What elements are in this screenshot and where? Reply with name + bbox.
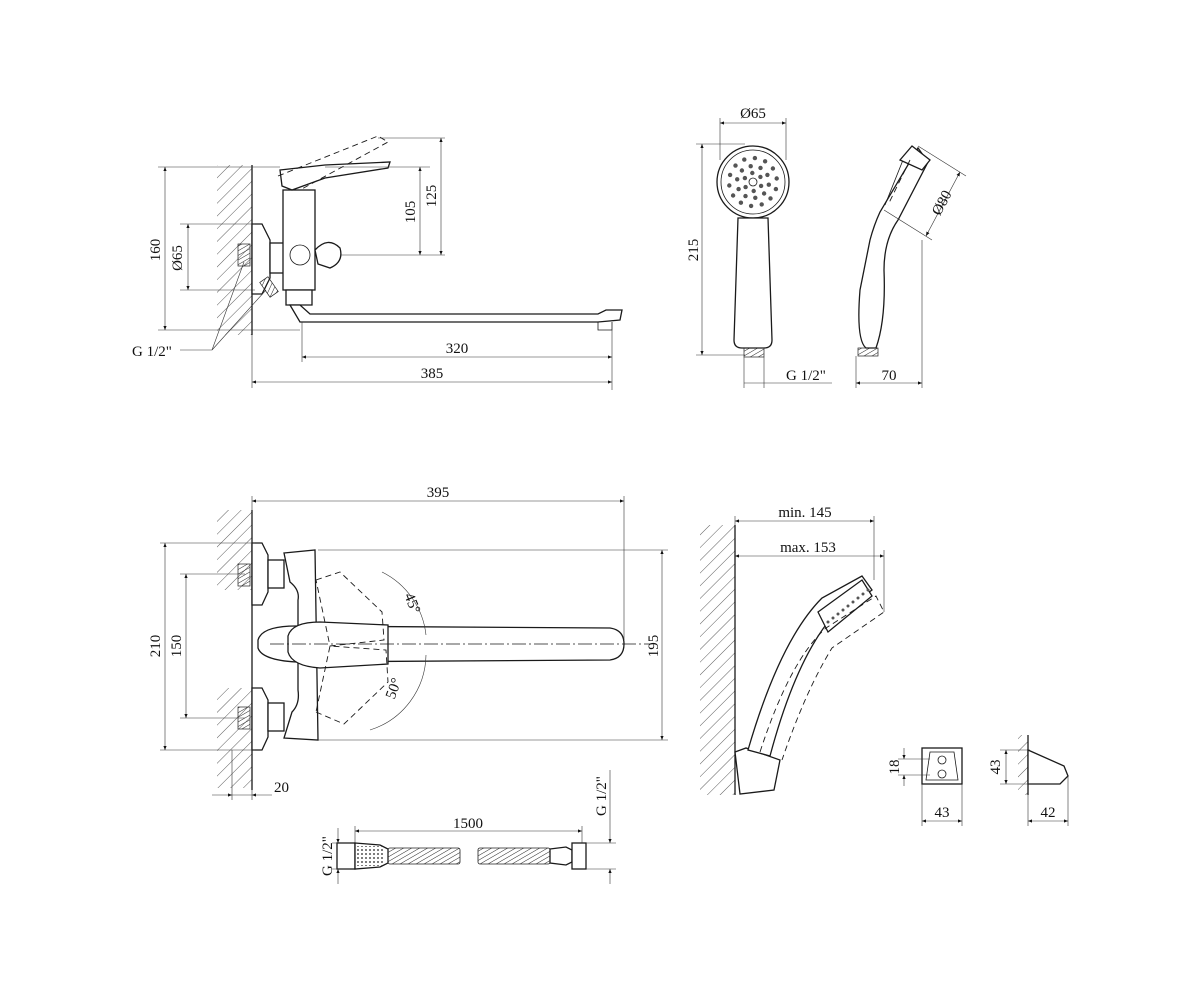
holder-nozzles — [826, 588, 870, 624]
thread-label-shower: G 1/2" — [786, 368, 826, 384]
bracket-side-view: 43 42 — [988, 735, 1069, 826]
dim-1500: 1500 — [453, 816, 483, 832]
holder-nozzle — [841, 608, 845, 612]
holder-nozzle — [866, 588, 870, 592]
dim-195: 195 — [646, 635, 662, 658]
spray-hole — [750, 170, 755, 176]
dim-385: 385 — [421, 366, 444, 382]
holder-nozzle — [846, 604, 850, 608]
spray-holes — [727, 155, 779, 209]
dim-ø65-head: Ø65 — [740, 106, 766, 122]
thread-label-mixer: G 1/2" — [132, 344, 172, 360]
spray-hole — [743, 184, 748, 190]
dim-43-front: 43 — [935, 805, 950, 821]
spray-hole — [738, 200, 744, 205]
dim-125: 125 — [424, 185, 440, 208]
dim-20: 20 — [274, 780, 289, 796]
dim-min-145: min. 145 — [778, 505, 831, 521]
spray-hole — [727, 172, 733, 178]
spray-hole — [742, 175, 748, 181]
dim-43-side: 43 — [988, 760, 1004, 775]
dim-215: 215 — [686, 239, 702, 262]
wall-hatch-holder — [700, 525, 735, 795]
spray-hole — [758, 165, 763, 171]
dim-320: 320 — [446, 341, 469, 357]
angle-45: 45° — [400, 591, 423, 616]
spray-hole — [753, 195, 758, 200]
holder-nozzle — [836, 612, 840, 616]
dim-105: 105 — [403, 201, 419, 224]
holder-nozzle — [856, 596, 860, 600]
dim-395: 395 — [427, 485, 450, 501]
spray-hole — [759, 202, 764, 207]
spray-hole — [761, 191, 767, 196]
holder-nozzle — [831, 616, 835, 620]
angle-50: 50° — [383, 676, 405, 701]
dim-18: 18 — [887, 760, 903, 775]
spray-hole — [751, 188, 756, 194]
dim-70: 70 — [882, 368, 897, 384]
dim-160: 160 — [148, 239, 164, 262]
thread-label-hose-left: G 1/2" — [320, 836, 336, 876]
thread-label-hose-right: G 1/2" — [594, 776, 610, 816]
spray-hole — [762, 159, 768, 164]
dim-max-153: max. 153 — [780, 540, 836, 556]
wall-hatch-bracket — [1018, 735, 1028, 795]
spray-hole — [765, 172, 770, 178]
spray-hole — [736, 186, 741, 192]
spray-hole — [742, 157, 747, 162]
spray-hole — [773, 186, 779, 192]
spray-hole — [748, 164, 753, 169]
hand-shower-front-view: Ø65 215 G 1/2" — [686, 106, 832, 388]
shower-holder-view: min. 145 max. 153 — [700, 505, 885, 795]
spray-hole — [727, 183, 732, 188]
spray-hole — [730, 193, 736, 198]
mixer-side-view: 160 Ø65 105 125 320 385 G 1/2" — [132, 135, 623, 390]
dim-150: 150 — [169, 635, 185, 658]
holder-nozzle — [861, 592, 865, 596]
holder-nozzle — [826, 620, 830, 624]
spray-hole — [743, 193, 748, 199]
spray-hole — [770, 166, 776, 171]
dim-ø65-outlet: Ø65 — [170, 245, 186, 271]
spray-hole — [758, 183, 764, 189]
mixer-top-view: 45° 50° 395 210 150 195 20 — [148, 485, 668, 800]
dim-42: 42 — [1041, 805, 1056, 821]
holder-nozzle — [851, 600, 855, 604]
spray-hole — [758, 174, 763, 180]
spray-hole — [752, 155, 758, 161]
spray-hole — [768, 196, 773, 201]
spray-hole — [766, 182, 771, 187]
hose-view: 1500 G 1/2" G 1/2" — [320, 770, 616, 884]
bracket-front-view: 18 43 — [887, 747, 963, 826]
spray-hole — [733, 163, 738, 168]
spray-hole — [774, 176, 779, 181]
dim-ø80: Ø80 — [929, 188, 955, 218]
dim-210: 210 — [148, 635, 164, 658]
hand-shower-side-view: Ø80 70 — [855, 145, 967, 388]
wall-hatch-lower — [217, 688, 252, 788]
spray-hole — [739, 168, 745, 173]
spray-hole — [748, 203, 754, 209]
spray-hole — [735, 177, 740, 182]
